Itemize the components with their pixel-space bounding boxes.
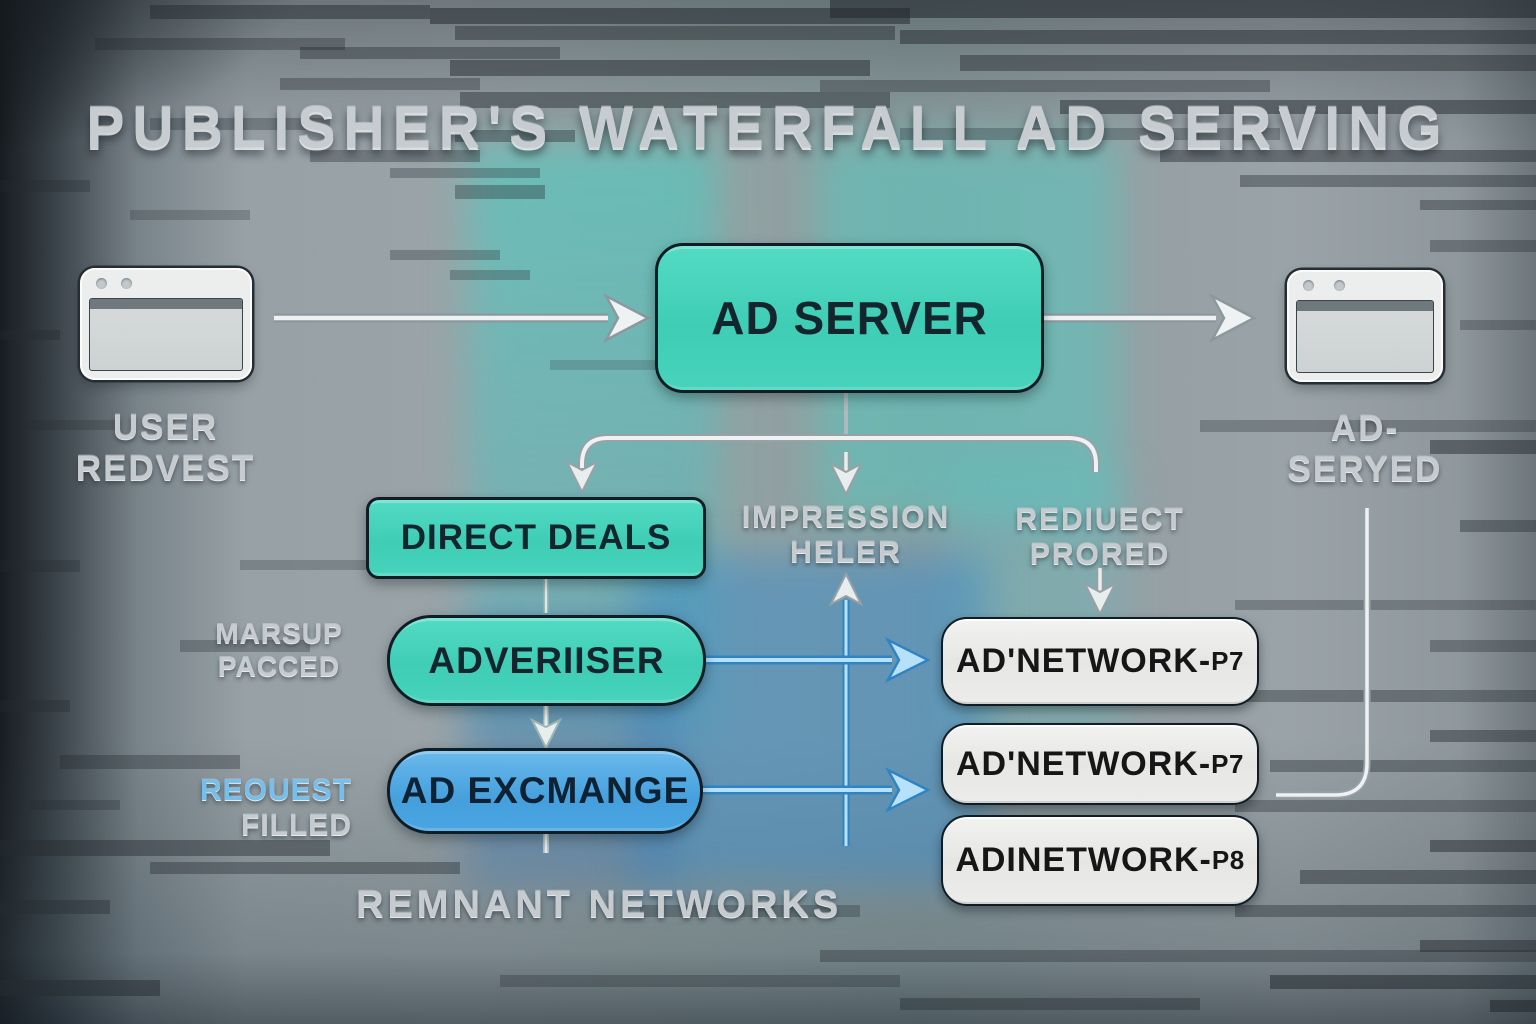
branch-from-adserver xyxy=(564,389,1100,497)
redirect-probed-label: REDIUECT PRORED xyxy=(1015,503,1185,572)
ad-network-2-tier: P7 xyxy=(1211,748,1244,779)
window-dot-icon xyxy=(96,277,107,289)
served-browser-icon xyxy=(1287,270,1443,382)
direct-deals-label: DIRECT DEALS xyxy=(400,518,672,557)
remnant-networks-label: REMNANT NETWORKS xyxy=(356,884,843,926)
request-filled-label: REOUEST FILLED xyxy=(200,774,353,843)
arrow-user-to-adserver xyxy=(274,292,651,344)
ad-network-1-tier: P7 xyxy=(1211,646,1244,676)
ad-exchange-node: AD EXCMANGE xyxy=(387,748,703,834)
browser-titlebar xyxy=(1287,270,1443,300)
window-dot-icon xyxy=(1334,279,1345,291)
ad-network-3-label: ADINETWORK- xyxy=(955,841,1212,879)
arrow-advertiser-to-network1 xyxy=(702,637,931,683)
ad-network-2-node: AD'NETWORK-P7 xyxy=(941,723,1259,805)
ad-network-3-tier: P8 xyxy=(1211,845,1245,875)
ad-exchange-label: AD EXCMANGE xyxy=(400,770,690,811)
arrow-impression-up xyxy=(828,571,864,846)
ad-server-label: AD SERVER xyxy=(711,292,988,344)
ad-network-2-label: AD'NETWORK- xyxy=(956,744,1212,783)
markup-passed-label: MARSUP PACCED xyxy=(215,618,343,683)
advertiser-node: ADVERIISER xyxy=(387,615,706,706)
advertiser-label: ADVERIISER xyxy=(428,639,665,681)
window-dot-icon xyxy=(121,277,132,289)
user-browser-icon xyxy=(80,268,252,380)
ad-network-1-node: AD'NETWORK-P7 xyxy=(941,617,1259,706)
ad-network-1-label: AD'NETWORK- xyxy=(956,642,1212,680)
arrow-redirect-to-network1 xyxy=(1082,568,1118,617)
direct-deals-node: DIRECT DEALS xyxy=(366,497,706,579)
browser-addressbar-strip xyxy=(1297,301,1433,311)
browser-addressbar-strip xyxy=(90,299,242,309)
browser-titlebar xyxy=(80,268,252,298)
arrow-adserver-to-served xyxy=(1042,292,1257,344)
impression-helper-label: IMPRESSION HELER xyxy=(741,501,951,570)
user-request-label: USER REDVEST xyxy=(75,408,256,489)
diagram-title: PUBLISHER'S WATERFALL AD SERVING xyxy=(86,94,1450,162)
browser-content xyxy=(1296,300,1434,373)
ad-server-node: AD SERVER xyxy=(655,243,1044,393)
arrow-advertiser-to-exchange xyxy=(529,702,563,751)
window-dot-icon xyxy=(1303,279,1314,291)
browser-content xyxy=(89,298,243,371)
arrow-exchange-to-network2 xyxy=(700,767,931,813)
ad-served-label: AD- SERYED xyxy=(1287,409,1443,490)
line-served-return xyxy=(1276,508,1371,799)
ad-network-3-node: ADINETWORK-P8 xyxy=(941,815,1259,906)
